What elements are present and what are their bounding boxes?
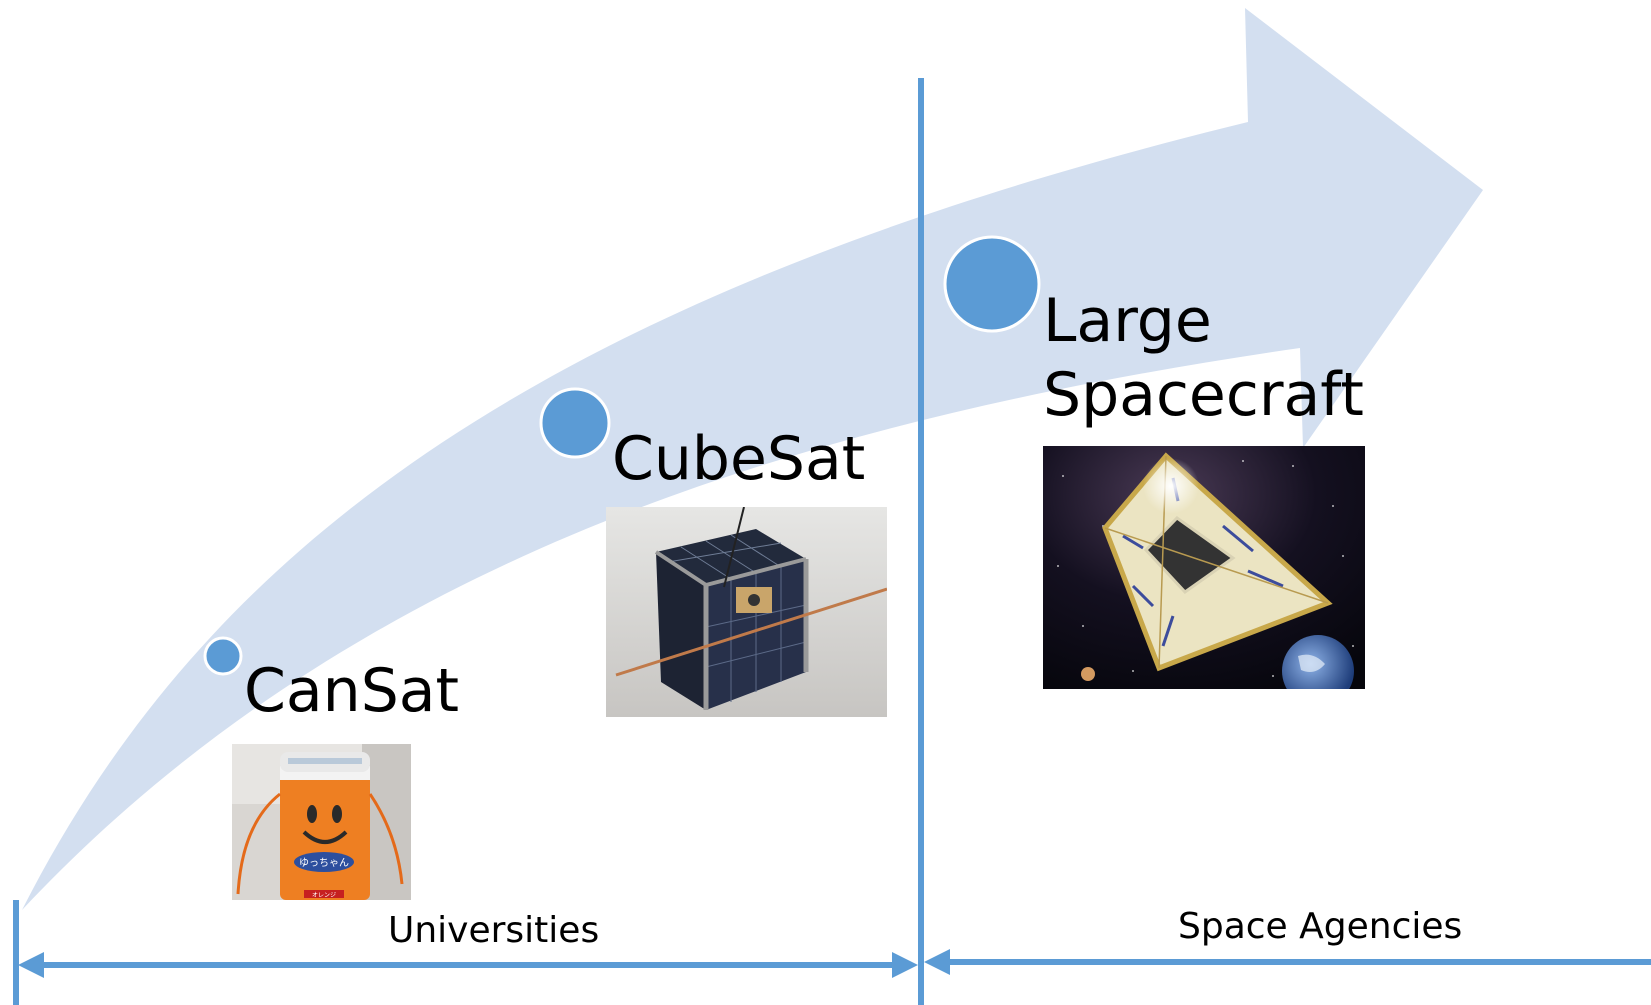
solar-sail-photo <box>1043 446 1365 689</box>
agencies-arrowhead-left <box>924 949 950 975</box>
cansat-label: CanSat <box>244 656 460 726</box>
cansat-marker <box>203 636 243 676</box>
cansat-can-text: ゆっちゃん <box>299 857 349 869</box>
space-agencies-label: Space Agencies <box>1178 906 1463 947</box>
large-spacecraft-label-line1: Large <box>1043 286 1212 356</box>
cansat-photo: ゆっちゃん オレンジ <box>232 744 411 900</box>
cubesat-label: CubeSat <box>612 424 866 494</box>
universities-label: Universities <box>388 910 600 951</box>
cubesat-marker <box>539 387 611 459</box>
universities-arrowhead-left <box>18 952 44 978</box>
growth-arrow <box>22 8 1483 910</box>
universities-arrowhead-right <box>892 952 918 978</box>
large-spacecraft-marker <box>943 235 1041 333</box>
cubesat-photo <box>606 507 887 717</box>
cansat-can-subtext: オレンジ <box>312 892 336 899</box>
large-spacecraft-label-line2: Spacecraft <box>1043 360 1364 430</box>
